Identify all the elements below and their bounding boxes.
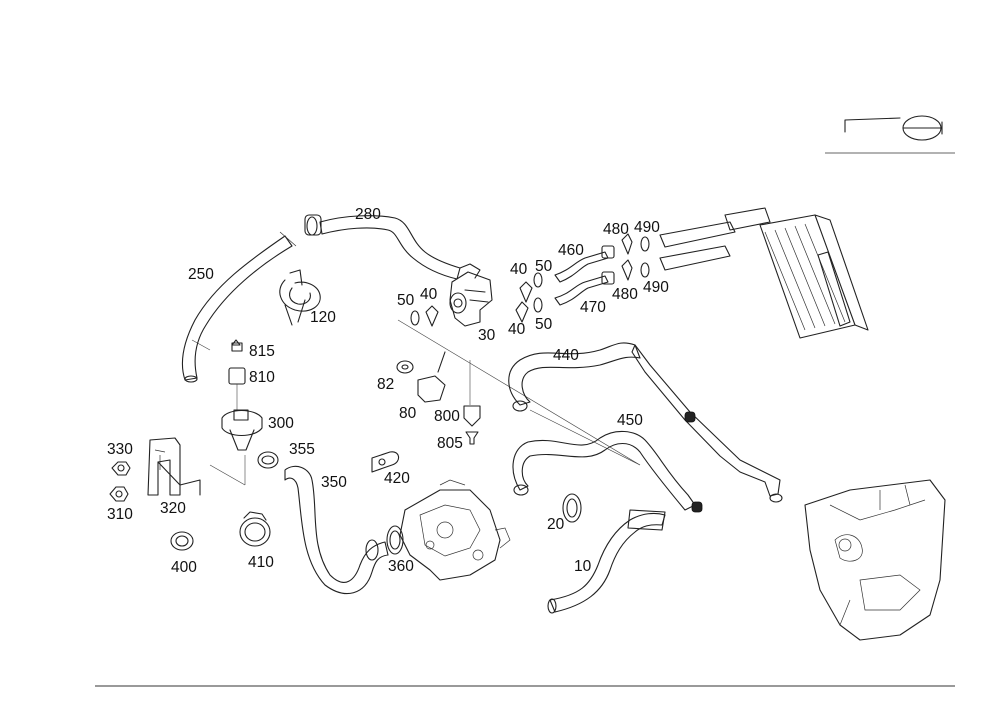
hose-250 xyxy=(181,231,297,383)
hose-10 xyxy=(547,509,666,614)
hose-350 xyxy=(284,465,389,594)
label-450: 450 xyxy=(617,412,643,429)
fitting-800-805 xyxy=(463,405,481,445)
label-460: 460 xyxy=(558,242,584,259)
valve-30 xyxy=(449,263,493,327)
label-800: 800 xyxy=(434,408,460,425)
label-40b: 40 xyxy=(510,261,528,278)
label-310: 310 xyxy=(107,506,133,523)
pipes-460-470 xyxy=(554,245,615,306)
label-330: 330 xyxy=(107,441,133,458)
label-440: 440 xyxy=(553,347,579,364)
clip-420 xyxy=(371,451,400,473)
label-80: 80 xyxy=(399,405,417,422)
hose-280 xyxy=(304,214,461,280)
seals-480-490 xyxy=(621,233,650,281)
pump-300 xyxy=(221,339,263,451)
label-810: 810 xyxy=(249,369,275,386)
label-20: 20 xyxy=(547,516,565,533)
reference-lines xyxy=(191,319,641,486)
label-40c: 40 xyxy=(508,321,526,338)
label-805: 805 xyxy=(437,435,463,452)
bracket-320 xyxy=(109,437,201,502)
hose-450 xyxy=(512,430,703,513)
clamp-410 xyxy=(239,511,271,547)
clip-120 xyxy=(279,269,321,326)
label-50b: 50 xyxy=(535,258,553,275)
label-320: 320 xyxy=(160,500,186,517)
label-82: 82 xyxy=(377,376,394,393)
label-470: 470 xyxy=(580,299,606,316)
label-410: 410 xyxy=(248,554,274,571)
label-350: 350 xyxy=(321,474,347,491)
heater-core xyxy=(659,207,869,339)
engine-block xyxy=(804,479,946,641)
thermostat-housing xyxy=(399,479,511,581)
label-815: 815 xyxy=(249,343,275,360)
label-360: 360 xyxy=(388,558,414,575)
ring-355 xyxy=(257,451,279,469)
label-355: 355 xyxy=(289,441,315,458)
steering-wheel-icon xyxy=(825,115,955,154)
label-30: 30 xyxy=(478,327,496,344)
seals-and-clips xyxy=(410,272,543,327)
label-490b: 490 xyxy=(643,279,669,296)
clamp-20 xyxy=(562,493,582,523)
label-400: 400 xyxy=(171,559,197,576)
label-10: 10 xyxy=(574,558,592,575)
label-50a: 50 xyxy=(397,292,415,309)
bracket-80 xyxy=(396,351,446,403)
label-490a: 490 xyxy=(634,219,660,236)
label-480b: 480 xyxy=(612,286,638,303)
label-40a: 40 xyxy=(420,286,438,303)
label-300: 300 xyxy=(268,415,294,432)
label-420: 420 xyxy=(384,470,410,487)
label-250: 250 xyxy=(188,266,214,283)
clamp-400 xyxy=(170,531,194,551)
label-120: 120 xyxy=(310,309,336,326)
label-50c: 50 xyxy=(535,316,553,333)
label-280: 280 xyxy=(355,206,381,223)
hose-440 xyxy=(508,342,783,503)
label-480a: 480 xyxy=(603,221,629,238)
part-labels: 280 250 120 815 810 300 355 330 310 320 … xyxy=(107,206,669,576)
